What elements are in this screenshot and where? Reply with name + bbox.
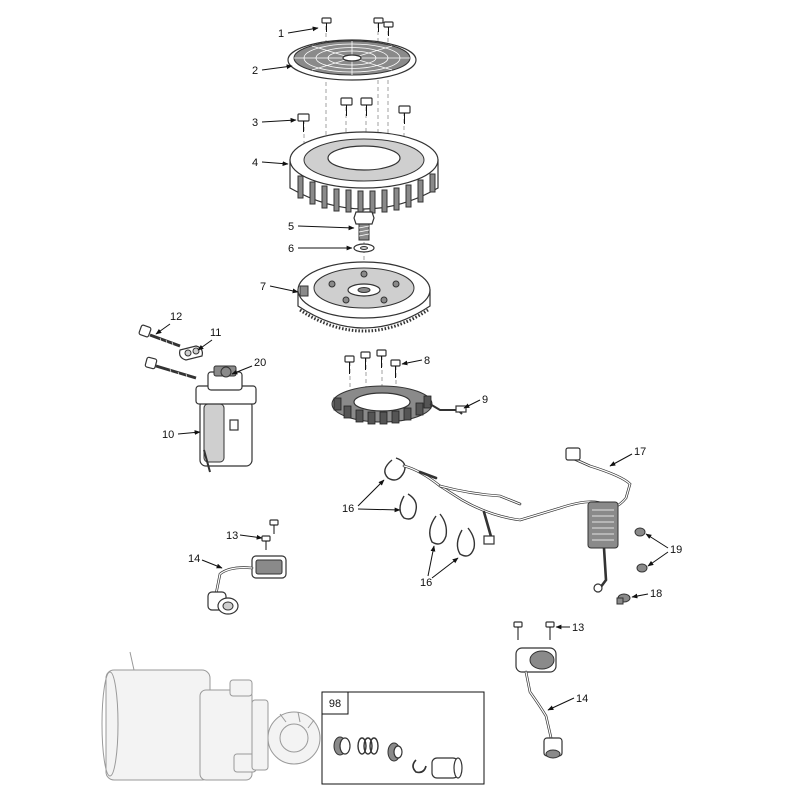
ignition-coil-part-14-right[interactable] <box>515 647 563 759</box>
svg-text:10: 10 <box>162 429 174 441</box>
callout-20: 20 <box>231 357 266 375</box>
svg-text:19: 19 <box>670 544 682 556</box>
svg-text:3: 3 <box>252 117 258 129</box>
svg-text:7: 7 <box>260 281 266 293</box>
svg-text:8: 8 <box>424 355 430 367</box>
cooling-fan-part-4[interactable] <box>289 131 439 214</box>
starter-motor-part-10[interactable] <box>195 365 257 473</box>
callout-12: 12 <box>155 311 182 335</box>
callout-14-right: 14 <box>547 693 588 711</box>
kit-parts <box>333 736 463 779</box>
svg-text:6: 6 <box>288 243 294 255</box>
callout-10: 10 <box>162 429 201 441</box>
callout-13-right: 13 <box>555 622 584 634</box>
svg-text:1: 1 <box>278 28 284 40</box>
starter-assembly-background <box>101 651 321 781</box>
washer-part-6[interactable] <box>353 243 375 253</box>
flywheel-part-7[interactable] <box>297 261 431 333</box>
screw-part-18[interactable] <box>616 593 631 605</box>
screw-part-19[interactable] <box>634 527 648 573</box>
callout-13-left: 13 <box>226 530 263 542</box>
callout-7: 7 <box>260 281 299 294</box>
screw-part-13-right[interactable] <box>513 621 555 640</box>
svg-text:12: 12 <box>170 311 182 323</box>
callout-18: 18 <box>631 588 662 600</box>
svg-text:5: 5 <box>288 221 294 233</box>
callout-9: 9 <box>463 394 488 409</box>
voltage-regulator[interactable] <box>587 501 619 549</box>
solenoid-part-20[interactable] <box>220 366 232 378</box>
svg-text:16: 16 <box>342 503 354 515</box>
bolt-part-12[interactable] <box>138 324 197 380</box>
wiring-harness-part-17[interactable] <box>402 447 632 593</box>
callout-1: 1 <box>278 26 319 40</box>
ignition-coil-part-14-left[interactable] <box>207 555 287 615</box>
kit-box-label: 98 <box>329 698 341 710</box>
bracket-part-11[interactable] <box>179 345 203 361</box>
callout-16-top: 16 <box>342 479 401 515</box>
flywheel-bolt-part-5[interactable] <box>353 211 375 241</box>
svg-text:14: 14 <box>188 553 200 565</box>
screw-part-1[interactable] <box>321 17 394 36</box>
callout-16-bottom: 16 <box>420 545 459 589</box>
screw-part-13-left[interactable] <box>261 519 279 550</box>
bolt-part-8[interactable] <box>344 349 401 378</box>
svg-text:11: 11 <box>210 327 221 339</box>
callout-19: 19 <box>645 533 682 567</box>
svg-text:18: 18 <box>650 588 662 600</box>
svg-text:2: 2 <box>252 65 258 77</box>
callout-2: 2 <box>252 64 293 77</box>
svg-text:20: 20 <box>254 357 266 369</box>
wire-clip-part-16[interactable] <box>384 457 476 557</box>
svg-text:9: 9 <box>482 394 488 406</box>
bolt-part-3[interactable] <box>297 97 411 132</box>
svg-text:4: 4 <box>252 157 258 169</box>
svg-text:16: 16 <box>420 577 432 589</box>
callout-4: 4 <box>252 157 289 169</box>
callout-3: 3 <box>252 117 297 129</box>
kit-box-98[interactable]: 98 <box>321 691 485 785</box>
svg-text:14: 14 <box>576 693 588 705</box>
callout-6: 6 <box>288 243 353 255</box>
svg-text:13: 13 <box>572 622 584 634</box>
grille-screen-part-2[interactable] <box>287 39 417 81</box>
svg-text:13: 13 <box>226 530 238 542</box>
callout-5: 5 <box>288 221 355 233</box>
callout-14-left: 14 <box>188 553 223 569</box>
callout-17: 17 <box>609 446 646 467</box>
stator-part-9[interactable] <box>331 385 467 425</box>
callout-8: 8 <box>401 355 430 367</box>
svg-text:17: 17 <box>634 446 646 458</box>
callout-11: 11 <box>197 327 221 351</box>
